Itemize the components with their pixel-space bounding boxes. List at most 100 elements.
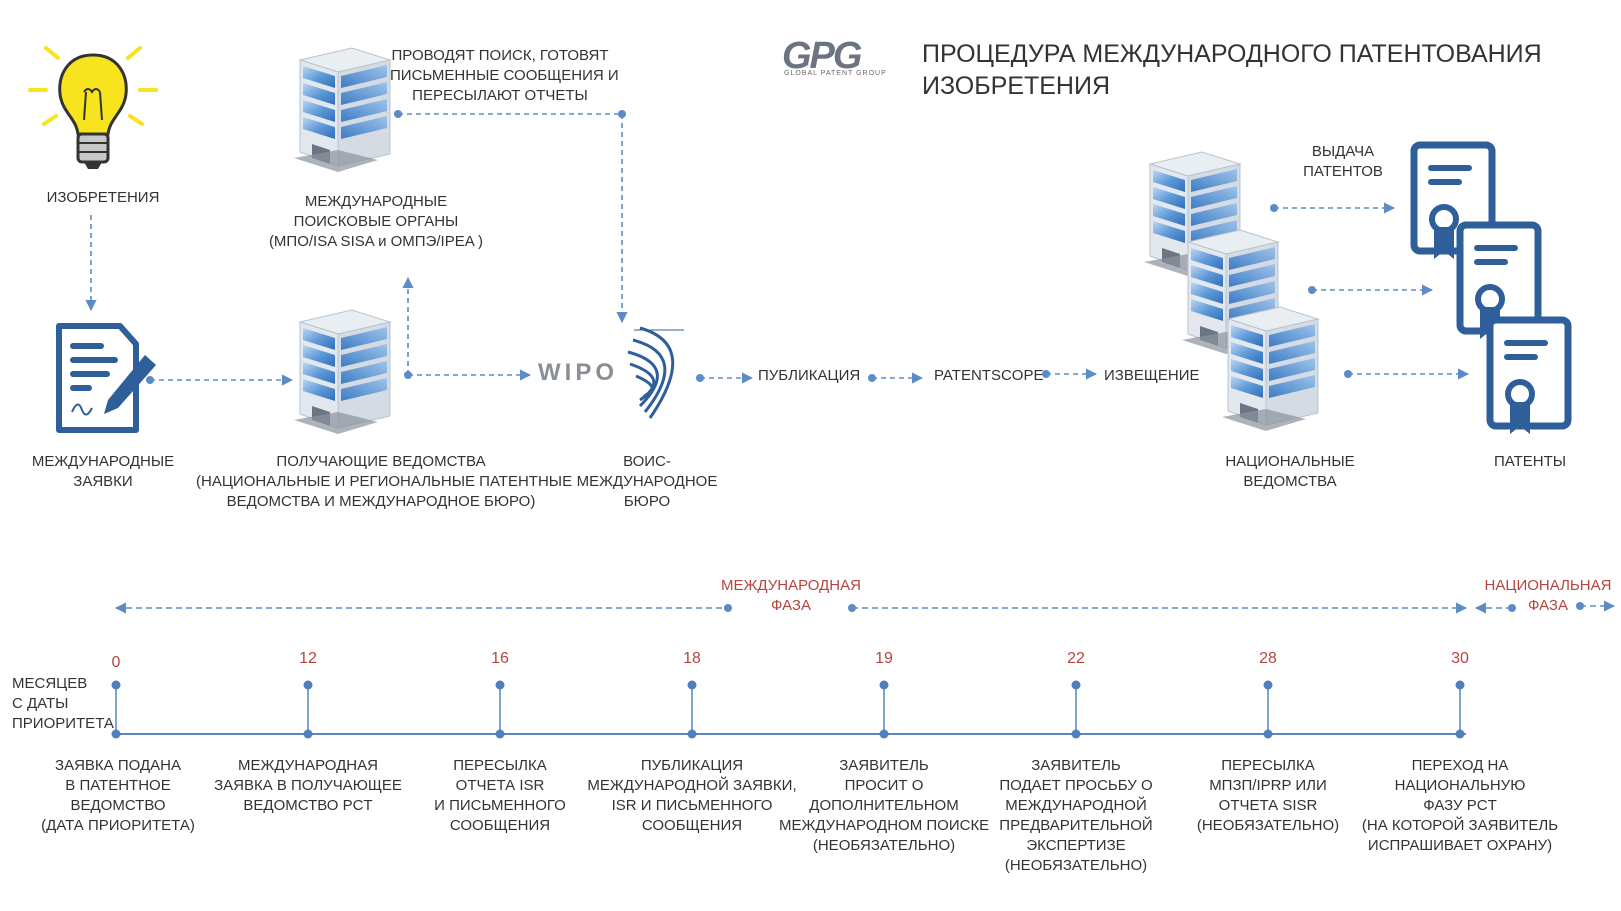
timeline-event-line: МЕЖДУНАРОДНОМ ПОИСКЕ: [779, 817, 990, 834]
phase-line: НАЦИОНАЛЬНАЯ: [1484, 577, 1612, 594]
timeline-event: ПЕРЕСЫЛКА ОТЧЕТА ISR И ПИСЬМЕННОГО СООБЩЕНИ…: [420, 756, 580, 836]
search-bodies-line: МЕЖДУНАРОДНЫЕ: [304, 193, 448, 210]
timeline-event-line: СООБЩЕНИЯ: [449, 817, 551, 834]
timeline-node: [1263, 680, 1273, 690]
timeline-event-line: (НА КОТОРОЙ ЗАЯВИТЕЛЬ: [1361, 817, 1559, 834]
timeline-tick-label: 30: [1451, 650, 1469, 667]
timeline-event-line: (НЕОБЯЗАТЕЛЬНО): [1004, 857, 1148, 874]
wipo-label-line: ВОИС-: [623, 453, 671, 470]
applications-line: ЗАЯВКИ: [73, 473, 133, 490]
timeline-node: [303, 729, 313, 739]
timeline-tick-label: 0: [111, 654, 121, 671]
wipo-label-line: БЮРО: [623, 493, 671, 510]
gpg-logo: GPG: [782, 35, 864, 77]
timeline-event-line: НАЦИОНАЛЬНУЮ: [1394, 777, 1526, 794]
invention-label: ИЗОБРЕТЕНИЯ: [46, 189, 160, 206]
timeline-event-line: МПЗП/IPRP ИЛИ: [1209, 777, 1327, 794]
timeline-event-line: ПРОСИТ О: [844, 777, 924, 794]
timeline-event-line: ЗАЯВИТЕЛЬ: [1031, 757, 1121, 774]
patents-label: ПАТЕНТЫ: [1493, 453, 1567, 470]
timeline-event-line: ВЕДОМСТВО PCT: [243, 797, 373, 814]
wipo-label-line: МЕЖДУНАРОДНОЕ: [576, 473, 718, 490]
timeline-node: [495, 680, 505, 690]
timeline-tick-label: 22: [1067, 650, 1085, 667]
timeline-event-line: ОТЧЕТА SISR: [1218, 797, 1318, 814]
timeline-event: ПЕРЕСЫЛКА МПЗП/IPRP ИЛИ ОТЧЕТА SISR (НЕОБЯЗ…: [1188, 756, 1348, 836]
receiving-offices-line: (НАЦИОНАЛЬНЫЕ И РЕГИОНАЛЬНЫЕ ПАТЕНТНЫЕ: [196, 473, 573, 490]
timeline-node: [687, 680, 697, 690]
timeline-event-line: ПЕРЕСЫЛКА: [453, 757, 547, 774]
search-bodies-line: ПОИСКОВЫЕ ОРГАНЫ: [293, 213, 459, 230]
timeline-event-line: (ДАТА ПРИОРИТЕТА): [41, 817, 195, 834]
timeline-event-line: ПУБЛИКАЦИЯ: [640, 757, 744, 774]
timeline-node: [1071, 729, 1081, 739]
title-line-2: ИЗОБРЕТЕНИЯ: [922, 72, 1111, 100]
timeline-tick-label: 28: [1259, 650, 1277, 667]
search-bodies-label: МЕЖДУНАРОДНЫЕ ПОИСКОВЫЕ ОРГАНЫ (МПО/ISA …: [256, 192, 496, 252]
patent-certificate-icon-3: [1490, 320, 1568, 434]
notification-label: ИЗВЕЩЕНИЕ: [1104, 367, 1200, 384]
axis-label-line: ПРИОРИТЕТА: [12, 715, 114, 732]
timeline-event-line: ПРЕДВАРИТЕЛЬНОЙ: [999, 817, 1153, 834]
receiving-offices-line: ВЕДОМСТВА И МЕЖДУНАРОДНОЕ БЮРО): [226, 493, 536, 510]
timeline-node: [1071, 680, 1081, 690]
timeline-event-line: МЕЖДУНАРОДНОЙ: [1005, 797, 1147, 814]
timeline-event-line: В ПАТЕНТНОЕ: [65, 777, 171, 794]
patentscope-label: PATENTSCOPE: [934, 367, 1044, 384]
applications-line: МЕЖДУНАРОДНЫЕ: [31, 453, 175, 470]
grant-line: ПАТЕНТОВ: [1303, 163, 1383, 180]
axis-label-line: МЕСЯЦЕВ: [12, 675, 88, 692]
timeline-tick-label: 18: [683, 650, 701, 667]
gpg-logo-subtitle: GLOBAL PATENT GROUP: [784, 70, 887, 77]
application-form-icon: [56, 323, 156, 433]
timeline-event-line: ПЕРЕХОД НА: [1411, 757, 1509, 774]
page-title: ПРОЦЕДУРА МЕЖДУНАРОДНОГО ПАТЕНТОВАНИЯ ИЗ…: [922, 38, 1542, 102]
timeline-node: [879, 729, 889, 739]
search-note-line: ПЕРЕСЫЛАЮТ ОТЧЕТЫ: [412, 87, 588, 104]
timeline-node: [495, 729, 505, 739]
timeline-event-line: ДОПОЛНИТЕЛЬНОМ: [809, 797, 959, 814]
publication-label: ПУБЛИКАЦИЯ: [758, 367, 861, 384]
timeline-event-line: (НЕОБЯЗАТЕЛЬНО): [812, 837, 956, 854]
grant-label: ВЫДАЧА ПАТЕНТОВ: [1288, 142, 1398, 182]
axis-label-line: С ДАТЫ: [12, 695, 69, 712]
timeline-node: [111, 729, 121, 739]
gpg-logo-mark: GPG: [782, 35, 862, 77]
timeline-node: [111, 680, 121, 690]
timeline-event-line: (НЕОБЯЗАТЕЛЬНО): [1196, 817, 1340, 834]
national-phase-label: НАЦИОНАЛЬНАЯ ФАЗА: [1478, 576, 1618, 616]
timeline-axis: [111, 680, 1466, 739]
receiving-offices-label: ПОЛУЧАЮЩИЕ ВЕДОМСТВА (НАЦИОНАЛЬНЫЕ И РЕГ…: [196, 452, 573, 512]
wipo-logo: WIPO: [538, 326, 684, 419]
timeline-event-line: ЗАЯВКА В ПОЛУЧАЮЩЕЕ: [214, 777, 402, 794]
phase-line: ФАЗА: [1528, 597, 1568, 614]
national-offices-line: ВЕДОМСТВА: [1243, 473, 1337, 490]
timeline-event-line: МЕЖДУНАРОДНОЙ ЗАЯВКИ,: [587, 777, 797, 794]
grant-line: ВЫДАЧА: [1311, 143, 1375, 160]
timeline-axis-label: МЕСЯЦЕВ С ДАТЫ ПРИОРИТЕТА: [12, 674, 114, 734]
timeline-node: [879, 680, 889, 690]
phase-line: ФАЗА: [771, 597, 811, 614]
timeline-node: [687, 729, 697, 739]
search-note-line: ПИСЬМЕННЫЕ СООБЩЕНИЯ И: [390, 67, 619, 84]
timeline-event-line: И ПИСЬМЕННОГО: [434, 797, 566, 814]
timeline-node: [303, 680, 313, 690]
timeline-event-line: ОТЧЕТА ISR: [455, 777, 545, 794]
national-offices-line: НАЦИОНАЛЬНЫЕ: [1225, 453, 1355, 470]
timeline-tick-label: 12: [299, 650, 317, 667]
search-authority-building-icon: [293, 47, 391, 173]
timeline-event-line: ПЕРЕСЫЛКА: [1221, 757, 1315, 774]
search-note-line: ПРОВОДЯТ ПОИСК, ГОТОВЯТ: [391, 47, 609, 64]
timeline-event-line: СООБЩЕНИЯ: [641, 817, 743, 834]
timeline-node: [1263, 729, 1273, 739]
title-line-1: ПРОЦЕДУРА МЕЖДУНАРОДНОГО ПАТЕНТОВАНИЯ: [922, 40, 1542, 68]
timeline-node: [1455, 680, 1465, 690]
wipo-label: ВОИС- МЕЖДУНАРОДНОЕ БЮРО: [572, 452, 722, 512]
timeline-node: [1455, 729, 1465, 739]
